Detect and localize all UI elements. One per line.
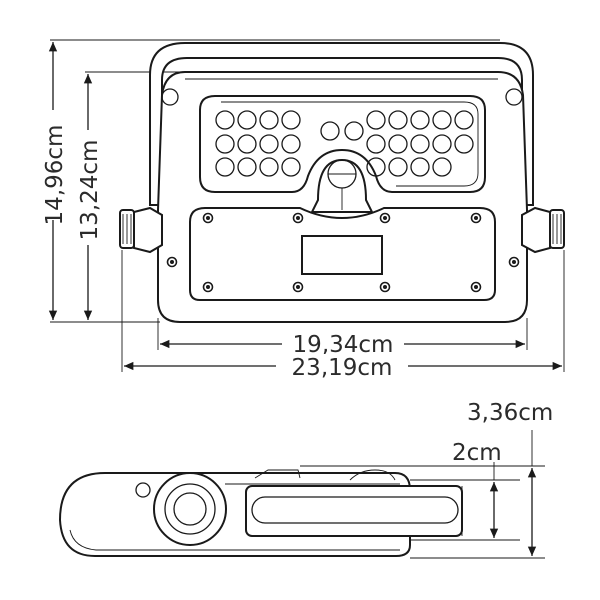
- led: [410, 134, 430, 154]
- led: [281, 134, 301, 154]
- total-width-label: 23,19cm: [292, 355, 393, 381]
- screw-center: [296, 285, 300, 289]
- led: [237, 134, 257, 154]
- sensor-icon: [310, 158, 374, 213]
- led-panel: [199, 95, 486, 193]
- led: [237, 110, 257, 130]
- led: [215, 134, 235, 154]
- total-height-label: 14,96cm: [42, 125, 68, 226]
- side-view: 3,36cm 2cm: [58, 400, 553, 559]
- side-body-height-label: 2cm: [452, 440, 502, 466]
- screw-center: [206, 216, 210, 220]
- led: [215, 110, 235, 130]
- screw-center: [296, 216, 300, 220]
- side-hinge-icon: [135, 482, 151, 498]
- led: [259, 110, 279, 130]
- led-array: [215, 110, 474, 177]
- left-hinge-icon: [161, 88, 179, 106]
- body-height-label: 13,24cm: [77, 140, 103, 241]
- screw-center: [383, 216, 387, 220]
- led: [432, 110, 452, 130]
- screw-center: [474, 285, 478, 289]
- led: [454, 110, 474, 130]
- led: [410, 110, 430, 130]
- led: [366, 157, 386, 177]
- led: [454, 134, 474, 154]
- right-knob: [521, 206, 565, 254]
- left-knob: [119, 206, 163, 254]
- led: [410, 157, 430, 177]
- led: [388, 157, 408, 177]
- body-width-label: 19,34cm: [293, 332, 394, 358]
- led: [344, 121, 364, 141]
- led: [215, 157, 235, 177]
- led: [432, 134, 452, 154]
- led: [320, 121, 340, 141]
- led: [388, 110, 408, 130]
- led: [259, 157, 279, 177]
- led: [237, 157, 257, 177]
- side-total-height-label: 3,36cm: [467, 400, 553, 426]
- led: [366, 134, 386, 154]
- led: [388, 134, 408, 154]
- right-hinge-icon: [505, 88, 523, 106]
- screws: [166, 212, 520, 293]
- screw-center: [383, 285, 387, 289]
- led: [259, 134, 279, 154]
- led: [432, 157, 452, 177]
- led: [281, 110, 301, 130]
- screw-center: [512, 260, 516, 264]
- led: [281, 157, 301, 177]
- screw-center: [206, 285, 210, 289]
- side-arm: [245, 485, 463, 537]
- screw-center: [474, 216, 478, 220]
- label-plate: [301, 235, 383, 275]
- screw-center: [170, 260, 174, 264]
- led: [366, 110, 386, 130]
- front-view: 14,96cm 13,24cm 19,34cm 23,19cm: [38, 39, 565, 381]
